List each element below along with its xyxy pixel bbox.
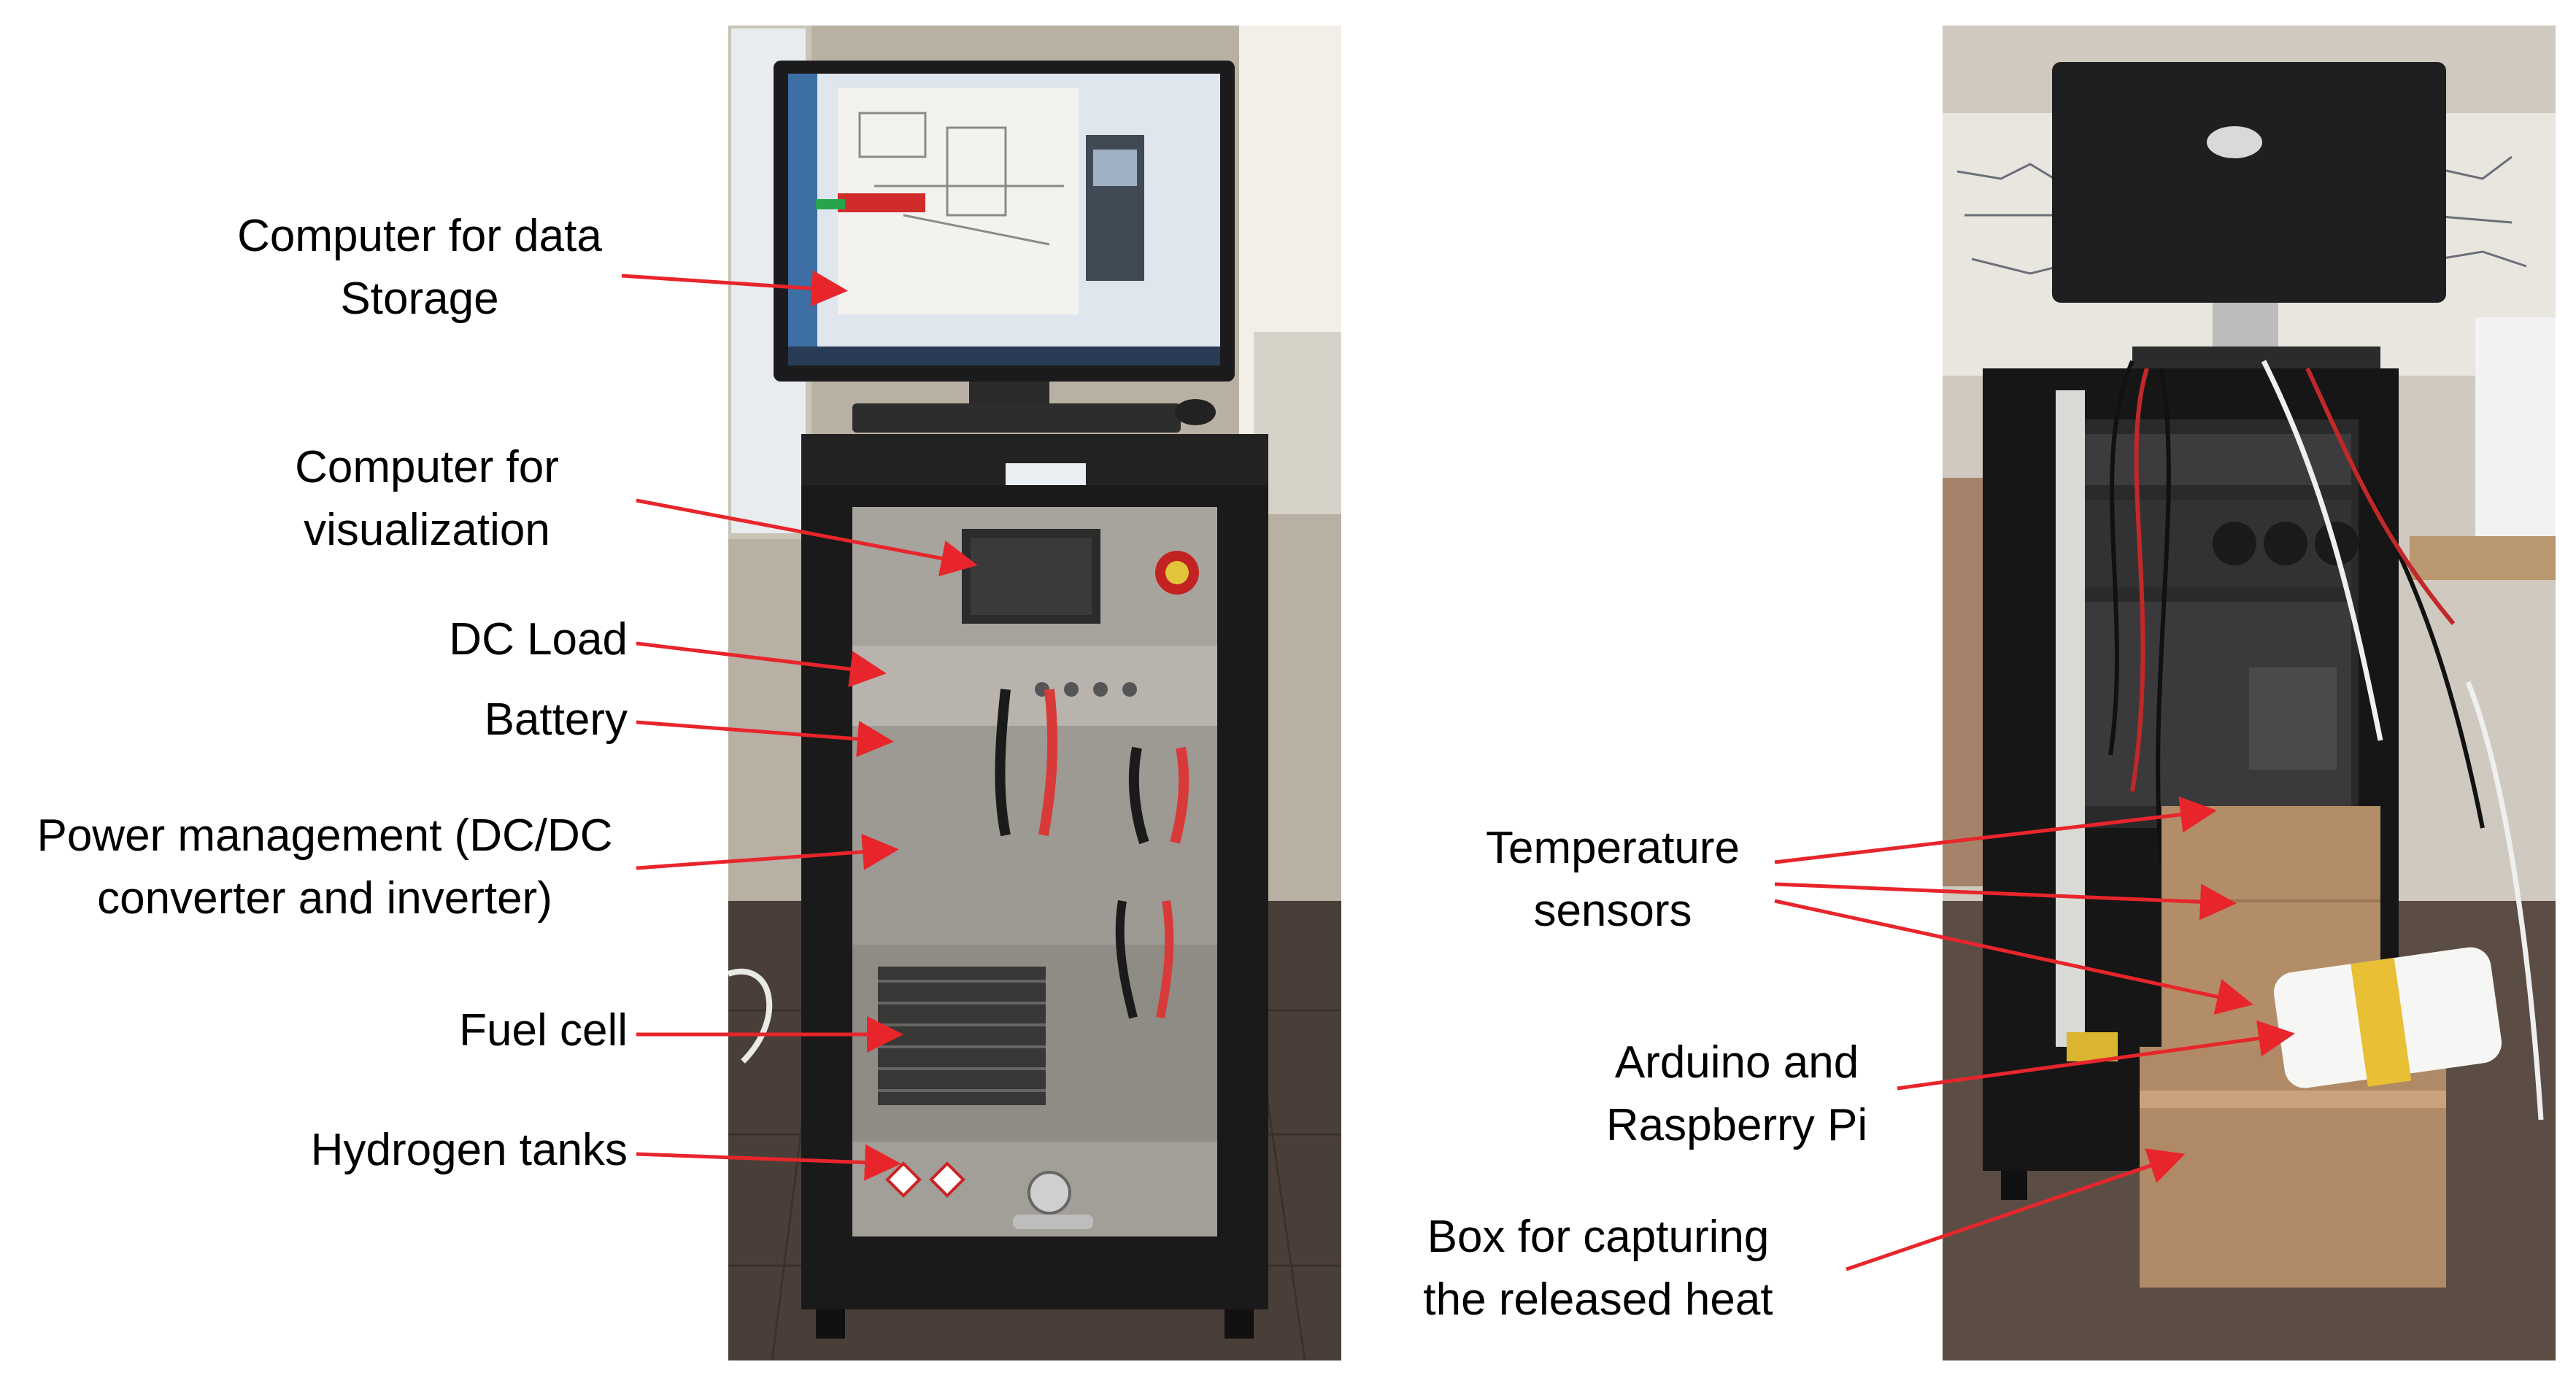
label-battery: Battery xyxy=(484,694,628,745)
label-power-management: Power management (DC/DC converter and in… xyxy=(36,810,613,924)
test-bench-rear-photo xyxy=(1943,26,2556,1360)
label-temperature-sensors: Temperature sensors xyxy=(1485,823,1740,936)
label-hydrogen-tanks: Hydrogen tanks xyxy=(310,1125,628,1175)
label-arduino-raspberry: Arduino and Raspberry Pi xyxy=(1605,1037,1868,1150)
test-bench-front-photo xyxy=(728,26,1341,1360)
label-dc-load: DC Load xyxy=(449,614,628,665)
label-heat-box: Box for capturing the released heat xyxy=(1423,1212,1773,1325)
label-computer-storage: Computer for data Storage xyxy=(237,211,602,324)
label-fuel-cell: Fuel cell xyxy=(459,1005,628,1056)
label-computer-visualization: Computer for visualization xyxy=(295,442,559,555)
test-bench-rear-illustration xyxy=(1943,26,2556,1360)
test-bench-front-illustration xyxy=(728,26,1341,1360)
